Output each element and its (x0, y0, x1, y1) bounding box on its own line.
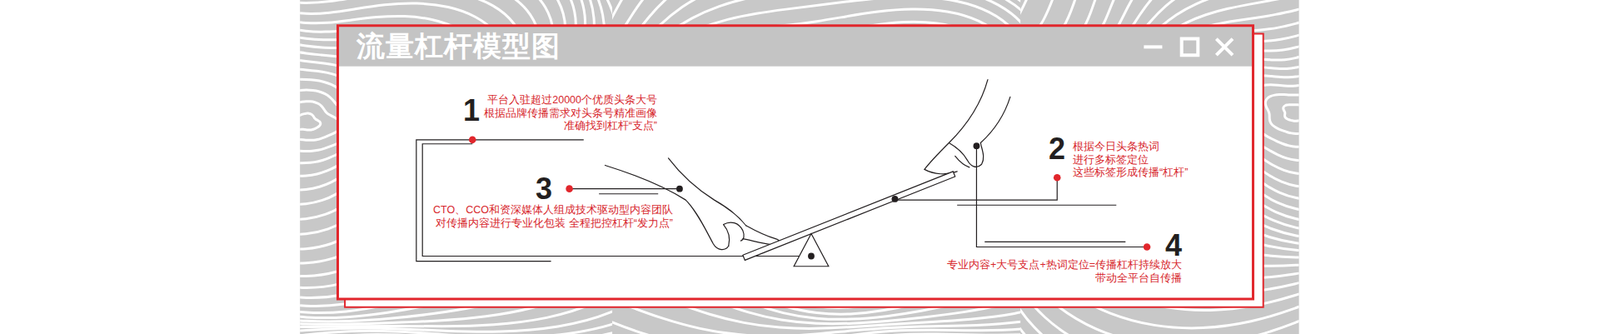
hand-sketch (948, 143, 983, 168)
contour-lines (299, 101, 341, 141)
window-controls (1181, 39, 1199, 56)
hand-sketch (723, 222, 745, 241)
contour-lines (612, 0, 1021, 334)
callout-text: 根据今日头条热词 进行多标签定位 这些标签形成传播“杠杆” (1072, 140, 1191, 180)
hand-sketch (980, 96, 1011, 143)
callout-text: CTO、CCO和资深媒体人组成技术驱动型内容团队 对传播内容进行专业化包装 全程… (431, 204, 673, 230)
leader-line (984, 241, 1126, 243)
contour-lines (1265, 94, 1299, 135)
contour-lines (612, 0, 1021, 334)
hand-sketch (742, 225, 780, 245)
contour-lines (612, 0, 1021, 334)
callout-dot (468, 136, 477, 145)
background-panel (299, 0, 1299, 334)
leader-line (598, 193, 658, 195)
anchor-dot (807, 253, 815, 260)
contour-lines (612, 0, 1021, 334)
leader-line (957, 204, 1117, 206)
window-border (338, 25, 1254, 300)
contour-lines (612, 0, 1021, 334)
leader-line (416, 139, 1147, 262)
callout-dot (565, 184, 574, 193)
anchor-dot (676, 142, 980, 260)
contour-lines (612, 0, 1021, 334)
callout-dot (1143, 243, 1152, 251)
callout-text: 平台入驻超过20000个优质头条大号 根据品牌传播需求对头条号精准画像 准确找到… (482, 94, 658, 134)
anchor-dot (973, 142, 981, 150)
window-controls (1216, 39, 1233, 56)
leader-line (416, 139, 584, 262)
contour-lines (299, 113, 321, 130)
contour-lines (612, 0, 1021, 334)
hand-sketch (723, 224, 730, 247)
contour-lines (612, 0, 1021, 334)
hand-sketch (955, 155, 970, 167)
callout-number: 2 (1048, 136, 1066, 162)
contour-lines (612, 0, 1021, 334)
contour-lines (1283, 104, 1300, 122)
callout-number: 4 (1165, 233, 1182, 259)
anchor-dot (676, 185, 683, 193)
fulcrum-triangle (793, 234, 829, 267)
callout-dot (468, 136, 1151, 251)
window-controls (1143, 44, 1162, 49)
contour-lines (612, 0, 1021, 334)
hand-sketch (924, 79, 988, 170)
callout-number: 1 (463, 98, 480, 124)
callout-dot (1053, 174, 1062, 182)
contour-lines (612, 0, 1021, 334)
contour-lines (612, 0, 1021, 334)
lever-plank (742, 171, 956, 261)
leader-line (569, 188, 680, 190)
callout-text: 专业内容+大号支点+热词定位=传播杠杆持续放大 带动全平台自传播 (945, 259, 1182, 285)
window-title: 流量杠杆模型图 (356, 25, 561, 67)
contour-lines (612, 0, 1021, 334)
title-bar (338, 25, 1254, 67)
anchor-dot (892, 195, 899, 203)
window-body (338, 25, 1254, 300)
leader-line (422, 144, 808, 257)
callout-number: 3 (535, 176, 553, 202)
hand-sketch (667, 158, 746, 226)
window-controls (1143, 39, 1233, 56)
